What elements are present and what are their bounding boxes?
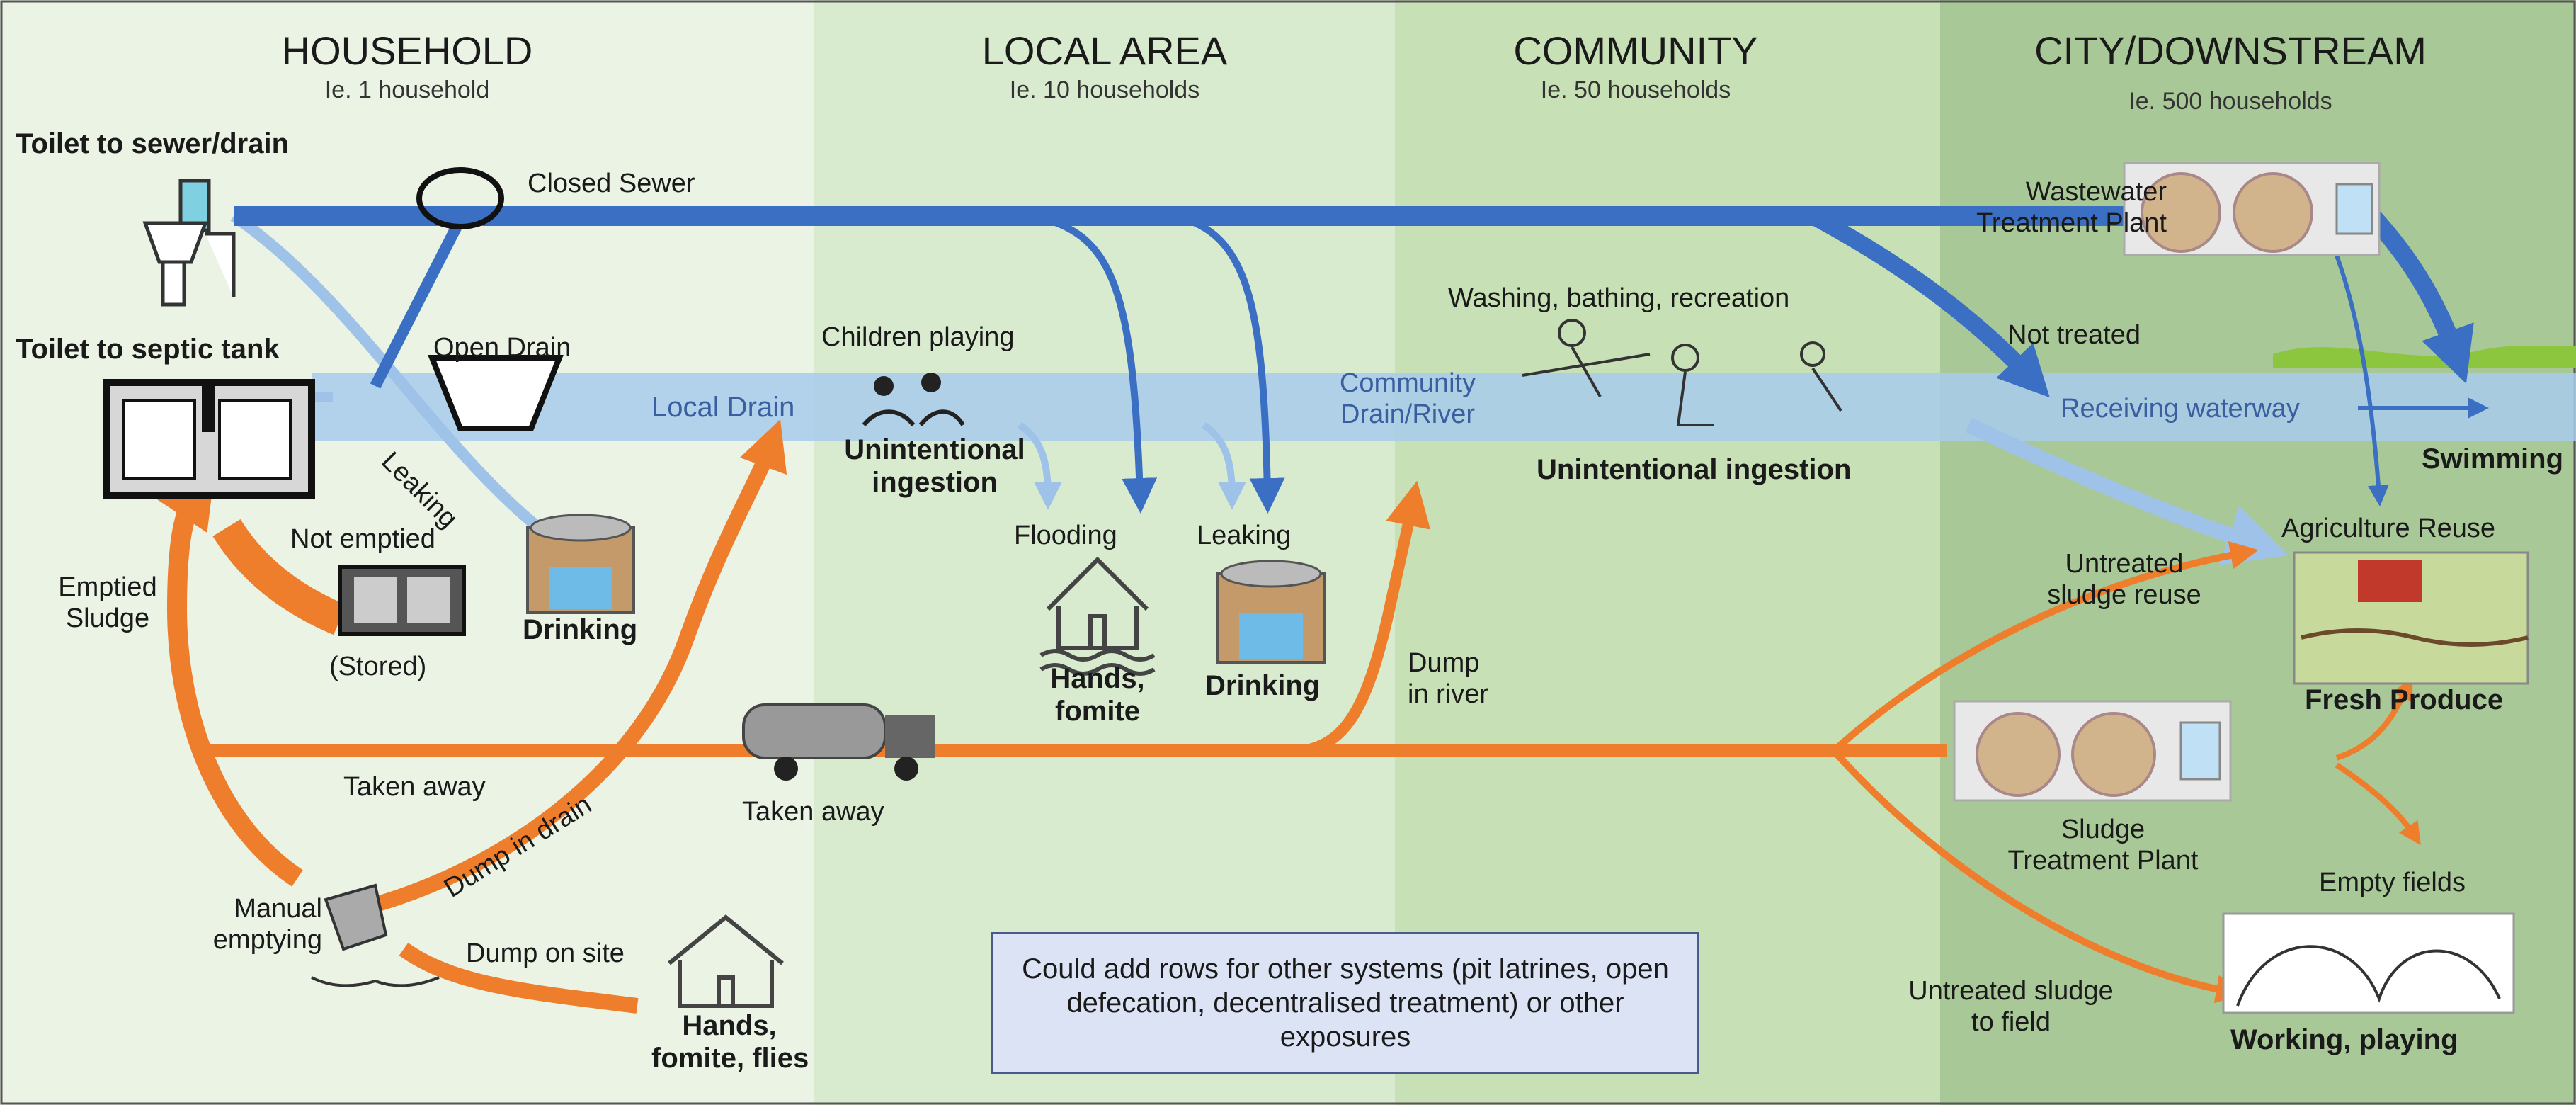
zone-title-community: COMMUNITY: [1513, 28, 1758, 73]
label-toilet-sewer: Toilet to sewer/drain: [16, 128, 289, 159]
label-manual-emptying: Manual emptying: [212, 894, 322, 955]
field-icon: [2222, 912, 2515, 1014]
label-leaking-local: Leaking: [1197, 521, 1292, 550]
stored-tank-icon: [338, 565, 466, 636]
local-drain-band: [312, 373, 2576, 441]
zone-local-bg: [814, 0, 1395, 1105]
house-icon: [668, 914, 784, 1008]
toilet-icon: [142, 178, 236, 307]
well-icon: [526, 514, 635, 614]
label-not-emptied: Not emptied: [290, 524, 435, 554]
zone-subtitle-city: Ie. 500 households: [2128, 88, 2332, 115]
label-stored: (Stored): [329, 652, 427, 681]
label-untreated-sludge-field: Untreated sludge to field: [1908, 976, 2114, 1037]
label-children-playing: Children playing: [821, 322, 1015, 352]
label-local-drain: Local Drain: [651, 392, 795, 423]
manhole-icon: [416, 167, 504, 230]
note-box: Could add rows for other systems (pit la…: [991, 932, 1699, 1074]
label-hands-fomite: Hands, fomite: [1050, 663, 1145, 727]
septic-tank-icon: [103, 379, 315, 499]
label-closed-sewer: Closed Sewer: [528, 169, 695, 198]
label-washing: Washing, bathing, recreation: [1448, 283, 1790, 313]
zone-title-city: CITY/DOWNSTREAM: [2034, 28, 2427, 73]
treatment-plant-icon: [1953, 700, 2232, 802]
zone-subtitle-local: Ie. 10 households: [1009, 76, 1200, 103]
children-swimming-icon: [862, 373, 965, 426]
label-wastewater-plant: Wastewater Treatment Plant: [1976, 177, 2167, 238]
zone-title-local: LOCAL AREA: [981, 28, 1228, 73]
label-unintentional-ingestion-local: Unintentional ingestion: [844, 434, 1025, 498]
truck-icon: [742, 703, 935, 781]
label-agriculture-reuse: Agriculture Reuse: [2281, 514, 2496, 543]
label-community-drain: Community Drain/River: [1339, 368, 1476, 429]
zone-community-bg: [1395, 0, 1940, 1105]
zone-subtitle-community: Ie. 50 households: [1540, 76, 1731, 103]
label-swimming: Swimming: [2422, 443, 2564, 475]
zone-household-bg: [0, 0, 814, 1105]
label-flooding: Flooding: [1014, 521, 1117, 550]
label-taken-away-local: Taken away: [742, 797, 884, 827]
well-icon: [1216, 560, 1326, 664]
label-emptied-sludge: Emptied Sludge: [58, 572, 157, 633]
label-open-drain: Open Drain: [433, 333, 571, 363]
label-hands-fomite-flies: Hands, fomite, flies: [651, 1010, 809, 1074]
bucket-pour-icon: [311, 883, 440, 987]
label-empty-fields: Empty fields: [2319, 868, 2466, 897]
label-untreated-sludge-reuse: Untreated sludge reuse: [2047, 549, 2201, 610]
label-dump-in-river: Dump in river: [1408, 648, 1489, 709]
label-unintentional-ingestion-community: Unintentional ingestion: [1537, 454, 1852, 485]
label-fresh-produce: Fresh Produce: [2305, 684, 2504, 715]
washing-people-icon: [1522, 319, 1842, 426]
label-working-playing: Working, playing: [2230, 1024, 2458, 1055]
label-not-treated: Not treated: [2007, 320, 2141, 350]
label-drinking-household: Drinking: [523, 614, 638, 645]
label-dump-on-site: Dump on site: [466, 939, 625, 968]
zone-subtitle-household: Ie. 1 household: [324, 76, 490, 103]
label-drinking-local: Drinking: [1205, 670, 1321, 701]
open-drain-icon: [428, 355, 564, 431]
label-receiving-waterway: Receiving waterway: [2061, 394, 2300, 424]
zone-title-household: HOUSEHOLD: [281, 28, 533, 73]
label-sludge-plant: Sludge Treatment Plant: [2007, 815, 2199, 876]
label-toilet-septic: Toilet to septic tank: [16, 334, 280, 365]
house-flood-icon: [1039, 556, 1156, 676]
farm-icon: [2293, 551, 2529, 685]
label-taken-away-household: Taken away: [343, 772, 486, 802]
treatment-plant-icon: [2123, 162, 2381, 256]
